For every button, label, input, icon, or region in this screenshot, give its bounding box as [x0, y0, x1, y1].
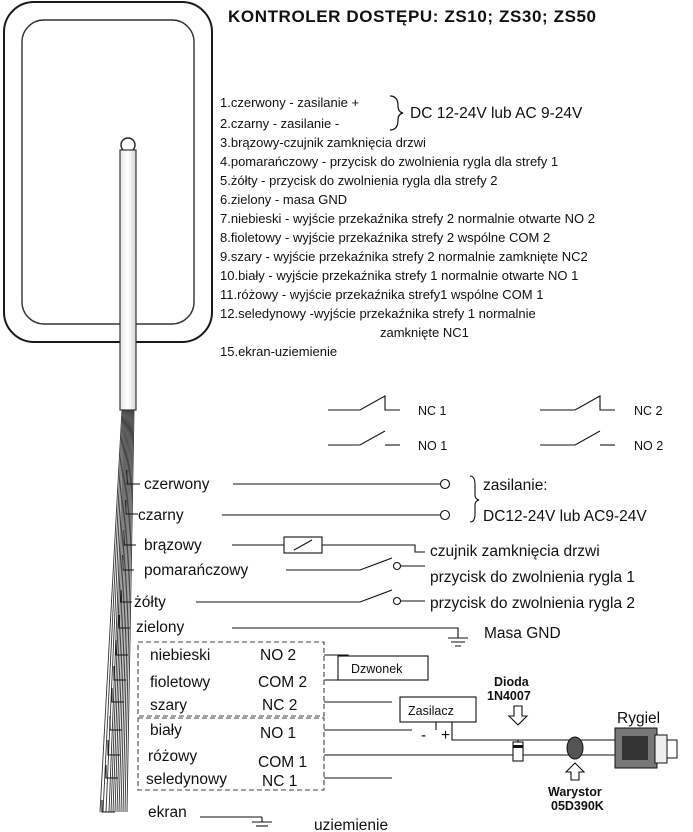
nc1-label: NC 1	[418, 404, 447, 418]
relay-zone1-group	[137, 717, 325, 791]
term-no1: NO 1	[260, 725, 296, 742]
wire-legend: 1.czerwony - zasilanie + 2.czarny - zasi…	[220, 95, 595, 359]
wire-fioletowy: fioletowy	[150, 674, 211, 691]
term-nc2: NC 2	[262, 697, 297, 714]
zasilacz-box	[399, 696, 477, 723]
wire-rozowy: różowy	[148, 748, 197, 765]
relay-zone2-group	[137, 641, 325, 717]
wire-szary: szary	[150, 697, 187, 714]
nc1-symbol	[328, 395, 400, 411]
przycisk1-label: przycisk do zwolnienia rygla 1	[430, 569, 635, 586]
legend-line-2: 2.czarny - zasilanie -	[220, 116, 339, 131]
legend-line-10: 10.biały - wyjście przekaźnika strefy 1 …	[220, 268, 578, 283]
contact-symbols	[328, 395, 615, 446]
varistor-arrow-icon	[564, 762, 586, 781]
diagram-title: KONTROLER DOSTĘPU: ZS10; ZS30; ZS50	[228, 7, 597, 26]
warystor-label: Warystor	[548, 785, 602, 799]
zasilanie-range: DC12-24V lub AC9-24V	[483, 508, 647, 525]
wire-brazowy: brązowy	[144, 537, 202, 554]
wire-ekran: ekran	[148, 804, 187, 821]
dioda-model: 1N4007	[487, 689, 531, 703]
nc2-label: NC 2	[634, 404, 663, 418]
dzwonek-box	[337, 655, 429, 681]
nc2-symbol	[540, 395, 615, 411]
diode-arrow-icon	[507, 705, 529, 726]
term-com2: COM 2	[258, 674, 307, 691]
legend-line-1: 1.czerwony - zasilanie +	[220, 95, 359, 110]
legend-brace	[389, 95, 404, 131]
connection-lines	[196, 475, 655, 827]
no1-symbol	[328, 430, 386, 446]
term-nc1: NC 1	[262, 773, 297, 790]
legend-line-9: 9.szary - wyjście przekaźnika strefy 2 n…	[220, 249, 588, 264]
cable	[119, 137, 137, 411]
masa-label: Masa GND	[484, 625, 561, 642]
term-no2: NO 2	[260, 647, 296, 664]
lock-icon	[614, 727, 678, 769]
dzwonek-label: Dzwonek	[351, 662, 403, 676]
wire-czerwony: czerwony	[144, 476, 210, 493]
zasilacz-plus: +	[441, 727, 450, 744]
rygiel-label: Rygiel	[617, 710, 660, 727]
diode-band	[513, 745, 523, 748]
legend-line-7: 7.niebieski - wyjście przekaźnika strefy…	[220, 211, 595, 226]
wire-zielony: zielony	[136, 619, 184, 636]
legend-line-3: 3.brązowy-czujnik zamknięcia drzwi	[220, 135, 426, 150]
wire-czarny: czarny	[138, 507, 184, 524]
legend-line-11: 11.różowy - wyjście przekaźnika strefy1 …	[220, 287, 543, 302]
legend-line-12: 12.seledynowy -wyjście przekaźnika stref…	[220, 306, 536, 321]
wire-zolty: żółty	[134, 594, 166, 611]
czujnik-label: czujnik zamknięcia drzwi	[430, 543, 600, 560]
legend-line-5: 5.żółty - przycisk do zwolnienia rygla d…	[220, 173, 497, 188]
wire-fan	[99, 409, 135, 813]
reader-device	[3, 1, 213, 343]
legend-power-range: DC 12-24V lub AC 9-24V	[410, 105, 583, 122]
no1-label: NO 1	[418, 439, 447, 453]
przycisk2-label: przycisk do zwolnienia rygla 2	[430, 595, 635, 612]
wire-niebieski: niebieski	[150, 647, 210, 664]
varistor-icon	[566, 736, 584, 760]
legend-line-12b: zamknięte NC1	[380, 325, 469, 340]
zasilanie-label: zasilanie:	[483, 477, 548, 494]
no2-label: NO 2	[634, 439, 663, 453]
wire-branches	[101, 470, 140, 813]
term-com1: COM 1	[258, 754, 307, 771]
legend-line-15: 15.ekran-uziemienie	[220, 344, 337, 359]
legend-line-4: 4.pomarańczowy - przycisk do zwolnienia …	[220, 154, 558, 169]
zasilacz-label: Zasilacz	[408, 704, 454, 718]
legend-line-6: 6.zielony - masa GND	[220, 192, 347, 207]
no2-symbol	[540, 430, 601, 446]
uziemienie-label: uziemienie	[314, 817, 388, 832]
legend-line-8: 8.fioletowy - wyjście przekaźnika strefy…	[220, 230, 550, 245]
zasilacz-minus: -	[421, 727, 426, 744]
dioda-label: Dioda	[494, 675, 530, 689]
wire-pomaranczowy: pomarańczowy	[144, 562, 248, 579]
wire-bialy: biały	[150, 722, 182, 739]
warystor-model: 05D390K	[551, 799, 604, 813]
wire-seledynowy: seledynowy	[146, 771, 227, 788]
